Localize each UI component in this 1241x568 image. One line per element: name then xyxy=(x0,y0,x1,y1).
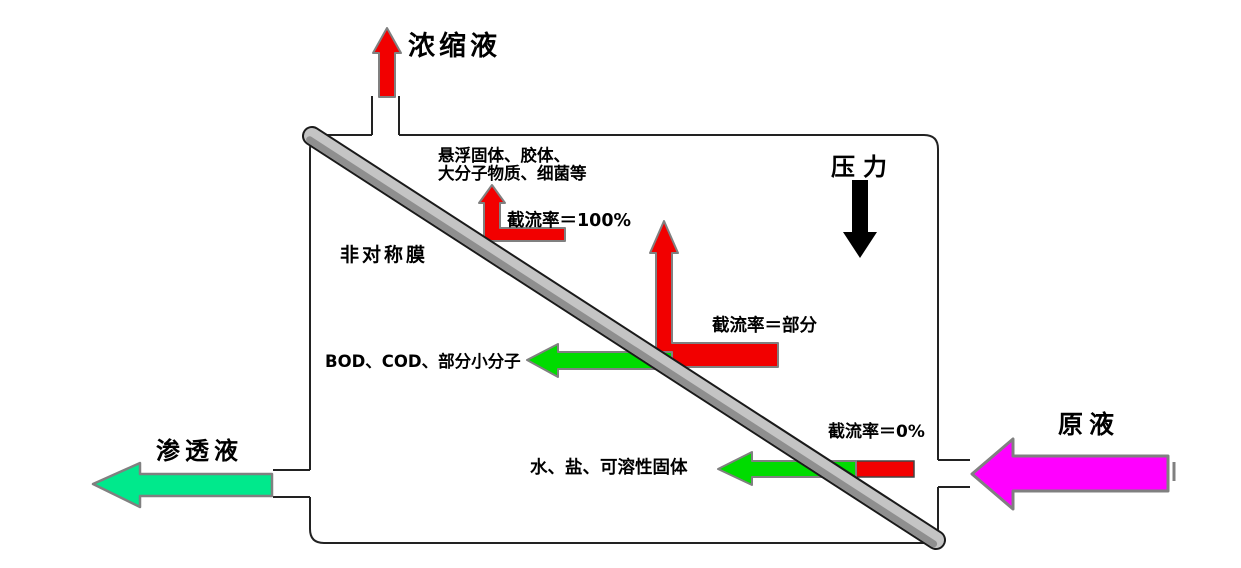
rejection-100-label: 截流率＝100% xyxy=(507,210,631,231)
permeate-label: 渗透液 xyxy=(156,437,243,465)
pressure-label: 压力 xyxy=(831,153,895,181)
rejection-0-label: 截流率＝0% xyxy=(828,421,925,442)
rejection-partial-label: 截流率＝部分 xyxy=(712,315,817,336)
rejection-100-arrow xyxy=(478,184,566,242)
membrane-label: 非对称膜 xyxy=(340,243,428,266)
small-molecules-label: BOD、COD、部分小分子 xyxy=(325,351,521,371)
permeate-arrow xyxy=(91,461,274,509)
concentrate-arrow xyxy=(372,27,402,98)
retained-substances-line1: 悬浮固体、胶体、 xyxy=(437,145,570,165)
feed-arrow xyxy=(970,437,1170,511)
rejection-partial-arrow xyxy=(649,220,779,368)
permeable-matter-label: 水、盐、可溶性固体 xyxy=(530,457,688,478)
concentrate-label: 浓缩液 xyxy=(408,30,501,62)
feed-label: 原液 xyxy=(1058,410,1120,439)
membrane-band xyxy=(302,126,946,550)
retained-substances-line2: 大分子物质、细菌等 xyxy=(438,163,587,183)
pressure-arrow xyxy=(843,180,877,258)
